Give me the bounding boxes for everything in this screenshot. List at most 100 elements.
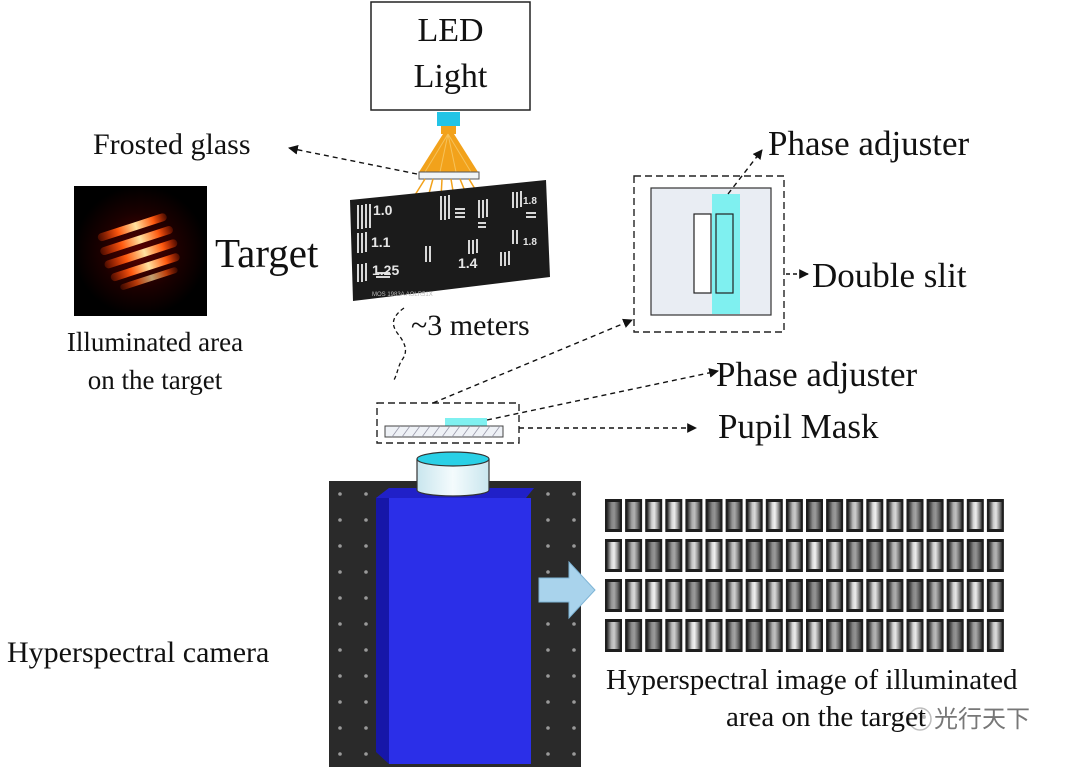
spectral-band-tile [665, 539, 683, 572]
spectral-band-tile [705, 579, 723, 612]
spectral-band-tile [886, 499, 904, 532]
distance-indicator [392, 307, 407, 381]
spectral-band-tile [946, 499, 964, 532]
spectral-band-tile [725, 499, 743, 532]
camera-lens [416, 459, 490, 497]
breadboard-hole [364, 700, 368, 704]
camera-lens-top [416, 451, 490, 467]
target-chart-number: 1.8 [523, 196, 537, 207]
breadboard-hole [338, 700, 342, 704]
spectral-band-tile [705, 499, 723, 532]
light-beam [419, 134, 478, 172]
breadboard-hole [572, 492, 576, 496]
breadboard-hole [338, 622, 342, 626]
breadboard-hole [546, 674, 550, 678]
spectral-band-tile [926, 499, 944, 532]
spectral-band-tile [826, 619, 844, 652]
spectral-band-tile [986, 499, 1004, 532]
spectral-band-tile [946, 579, 964, 612]
breadboard-hole [546, 492, 550, 496]
spectral-band-tile [906, 579, 924, 612]
target-chart-number: 1.1 [371, 234, 391, 250]
breadboard-hole [572, 518, 576, 522]
target-chart [350, 180, 550, 301]
spectral-band-tile [605, 619, 622, 652]
spectral-band-tile [765, 619, 783, 652]
double-slit-label: Double slit [812, 256, 967, 295]
spectral-band-tile [665, 579, 683, 612]
spectral-band-tile [886, 539, 904, 572]
spectral-band-tile [986, 619, 1004, 652]
spectral-band-tile [846, 539, 864, 572]
phase-adjuster-top-label: Phase adjuster [768, 124, 970, 163]
frosted-glass [418, 171, 480, 180]
spectral-band-tile [685, 499, 703, 532]
breadboard-hole [338, 648, 342, 652]
frosted-glass-label: Frosted glass [93, 128, 251, 161]
breadboard-hole [546, 622, 550, 626]
hyperspectral-image-grid [605, 499, 1004, 652]
watermark-text: 光行天下 [934, 705, 1030, 733]
spectral-band-tile [886, 579, 904, 612]
spectral-band-tile [645, 539, 663, 572]
breadboard-hole [572, 752, 576, 756]
spectral-band-tile [866, 619, 884, 652]
breadboard-hole [338, 544, 342, 548]
target-label: Target [215, 230, 319, 276]
spectral-band-tile [906, 499, 924, 532]
target-chart-footer: MOS 1983A AOLR51X [372, 292, 433, 298]
spectral-band-tile [705, 619, 723, 652]
spectral-band-tile [605, 579, 622, 612]
spectral-band-tile [846, 619, 864, 652]
spectral-band-tile [946, 619, 964, 652]
breadboard-hole [338, 492, 342, 496]
camera-side [376, 488, 389, 764]
spectral-band-tile [765, 499, 783, 532]
spectral-band-tile [765, 539, 783, 572]
hyperspectral-image-label-line1: Hyperspectral image of illuminated [606, 664, 1018, 696]
breadboard-hole [546, 570, 550, 574]
spectral-band-tile [645, 499, 663, 532]
breadboard-hole [572, 726, 576, 730]
spectral-band-tile [665, 619, 683, 652]
spectral-band-tile [806, 619, 823, 652]
breadboard-hole [572, 544, 576, 548]
target-chart-number: 1.4 [458, 255, 478, 271]
breadboard-hole [338, 570, 342, 574]
breadboard-hole [572, 622, 576, 626]
spectral-band-tile [926, 619, 944, 652]
breadboard-hole [364, 518, 368, 522]
spectral-band-tile [785, 619, 803, 652]
spectral-band-tile [625, 499, 643, 532]
breadboard-hole [364, 570, 368, 574]
spectral-band-tile [826, 499, 844, 532]
spectral-band-tile [966, 619, 984, 652]
spectral-band-tile [645, 579, 663, 612]
pupil-phase-adjuster [445, 418, 487, 427]
pupil-mask-plate [384, 425, 504, 438]
spectral-band-tile [625, 579, 643, 612]
illuminated-area-label-line1: Illuminated area [66, 327, 244, 357]
pupil-mask-label: Pupil Mask [718, 407, 879, 446]
phase-adjuster-mid-arrow [486, 368, 719, 421]
breadboard-hole [546, 700, 550, 704]
spectral-band-tile [946, 539, 964, 572]
breadboard-hole [572, 648, 576, 652]
spectral-band-tile [665, 499, 683, 532]
spectral-band-tile [986, 579, 1004, 612]
frosted-glass-arrow [288, 144, 418, 175]
led-light-label-line1: LED [417, 12, 484, 49]
spectral-band-tile [806, 499, 823, 532]
breadboard-hole [338, 726, 342, 730]
spectral-band-tile [906, 539, 924, 572]
slit-left [693, 213, 712, 294]
breadboard-hole [546, 752, 550, 756]
spectral-band-tile [886, 619, 904, 652]
pupil-mask-frame [376, 402, 520, 444]
spectral-band-tile [846, 499, 864, 532]
spectral-band-tile [866, 499, 884, 532]
slit-right [715, 213, 734, 294]
interference-fringes [97, 213, 180, 290]
breadboard-hole [364, 648, 368, 652]
spectral-band-tile [866, 579, 884, 612]
